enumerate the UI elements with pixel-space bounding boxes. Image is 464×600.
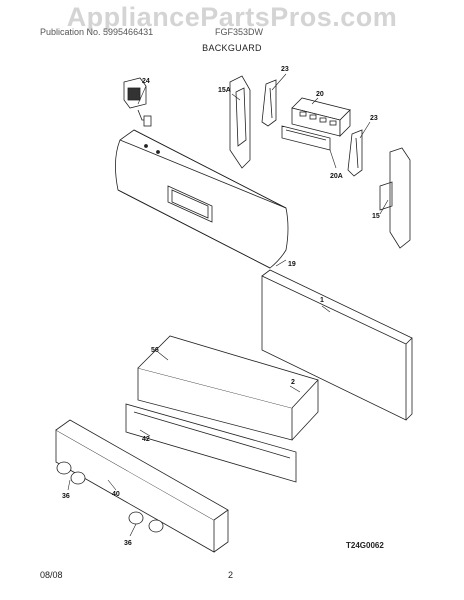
part-19-backguard-panel <box>115 129 289 269</box>
callout-36-left: 36 <box>62 493 70 500</box>
part-23-bracket-left <box>261 79 277 127</box>
part-56-housing <box>137 335 319 441</box>
callout-40: 40 <box>112 491 120 498</box>
section-title: BACKGUARD <box>202 43 262 53</box>
callout-20a: 20A <box>330 173 343 180</box>
callout-1: 1 <box>320 297 324 304</box>
page-number: 2 <box>228 570 234 580</box>
callout-2: 2 <box>291 379 295 386</box>
part-42-rail <box>125 403 297 483</box>
callout-20: 20 <box>316 91 324 98</box>
callout-23-right: 23 <box>370 115 378 122</box>
leader-lines <box>67 73 389 537</box>
callout-56: 56 <box>151 347 159 354</box>
part-23-bracket-right <box>347 129 363 177</box>
part-15a-bracket <box>229 75 251 169</box>
part-24-switch <box>123 77 152 127</box>
watermark: AppliancePartsPros.com <box>66 2 398 32</box>
publication-number: Publication No. 5995466431 <box>40 27 154 37</box>
callout-15: 15 <box>372 213 380 220</box>
callout-36-right: 36 <box>124 540 132 547</box>
callout-42: 42 <box>142 436 150 443</box>
model-number: FGF353DW <box>215 27 264 37</box>
callout-15a: 15A <box>218 87 231 94</box>
part-15-side-bracket <box>379 147 411 249</box>
callout-19: 19 <box>288 261 296 268</box>
part-36-knobs <box>56 461 164 533</box>
part-40-manifold-panel <box>55 419 229 553</box>
callout-24: 24 <box>142 78 150 85</box>
part-1-rear-panel <box>261 269 413 421</box>
callout-23-left: 23 <box>281 66 289 73</box>
footer-date: 08/08 <box>40 570 63 580</box>
part-20-control-board <box>281 97 351 151</box>
drawing-id: T24G0062 <box>346 541 384 550</box>
